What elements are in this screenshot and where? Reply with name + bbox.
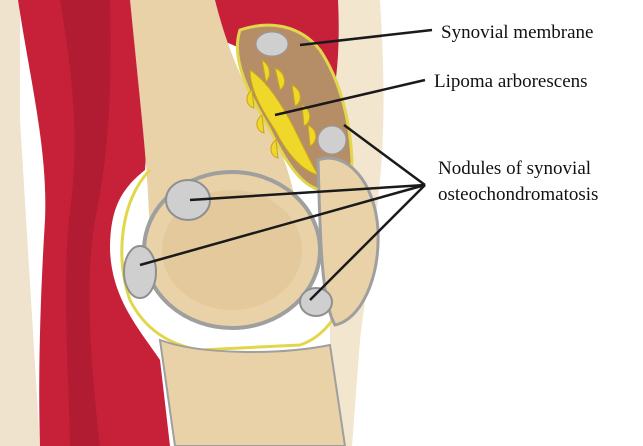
label-nodules-line2: osteochondromatosis <box>438 183 598 207</box>
label-nodules-line1: Nodules of synovial <box>438 157 591 181</box>
tibia <box>160 340 345 446</box>
nodule-bursa-2 <box>318 126 346 154</box>
label-synovial-membrane: Synovial membrane <box>441 21 594 45</box>
nodule-anterior <box>300 288 332 316</box>
label-lipoma-arborescens: Lipoma arborescens <box>434 70 588 94</box>
nodule-posterior-lower <box>124 246 156 298</box>
nodule-bursa-1 <box>256 32 288 56</box>
